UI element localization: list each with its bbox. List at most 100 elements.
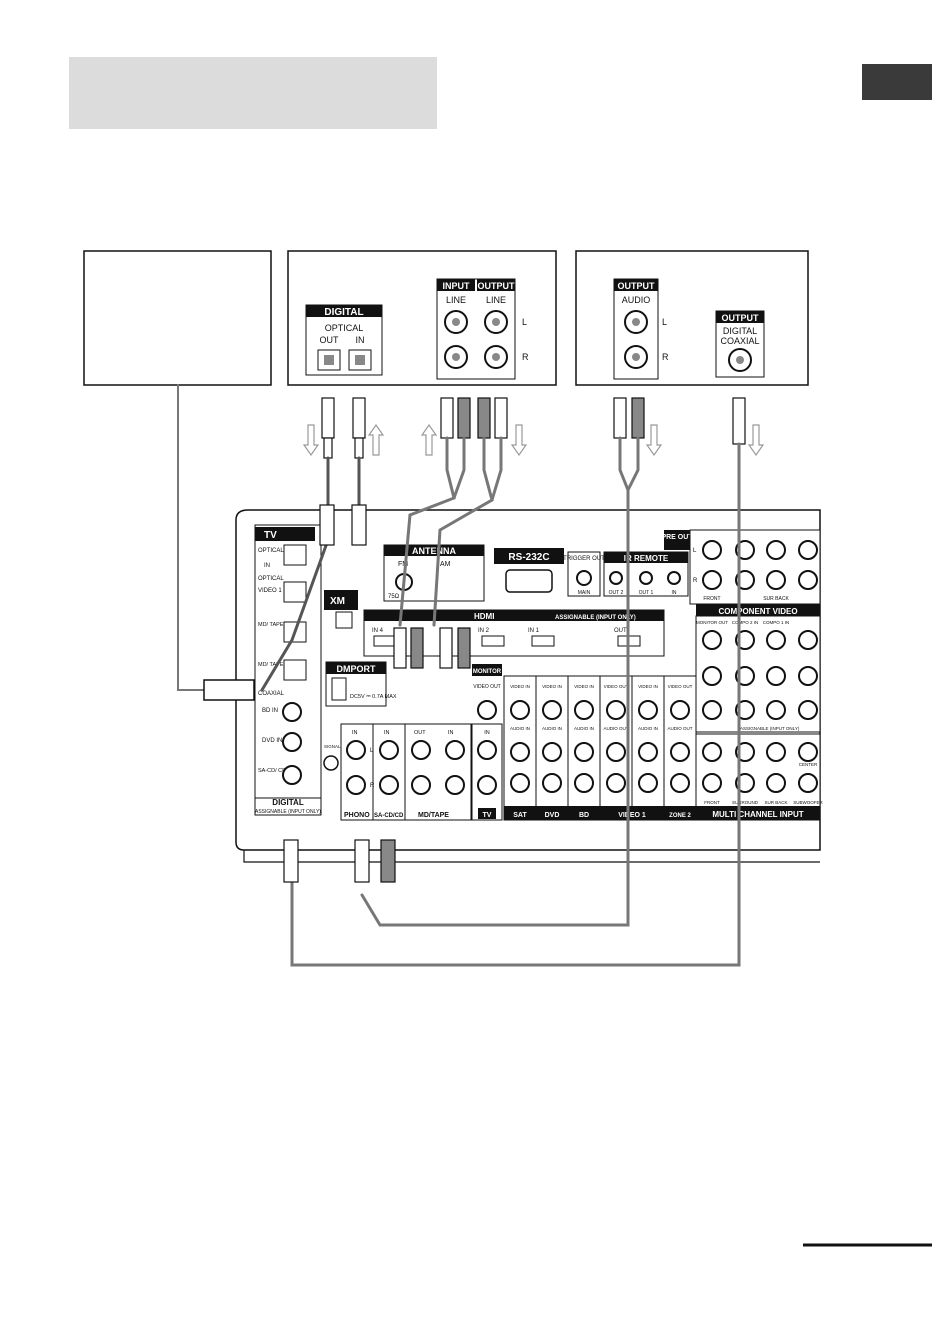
rcv-sacd: SA-CD/CD: [374, 813, 404, 819]
rcv-hdmi: HDMI: [474, 612, 494, 621]
output-title: OUTPUT: [478, 281, 516, 291]
rcv-phono: PHONO: [344, 812, 370, 819]
rcv-dmport: DMPORT: [337, 664, 376, 674]
optical-out-label: OUT: [320, 335, 340, 345]
rcv-dvd-video-in: VIDEO IN: [542, 684, 562, 689]
rcv-fm: FM: [398, 561, 408, 568]
rcv-hdmi-assignable: ASSIGNABLE (INPUT ONLY): [555, 615, 636, 621]
optical-label: OPTICAL: [325, 323, 364, 333]
left-device-box: [83, 250, 272, 386]
line-io-panel: INPUT OUTPUT LINE LINE L R: [436, 278, 529, 380]
line-out-label: LINE: [486, 295, 506, 305]
rcv-sur-back-pre: SUR BACK: [763, 596, 789, 602]
audio-l-label: L: [662, 317, 667, 327]
rcv-trigger-out: TRIGGER OUT: [563, 556, 605, 562]
rcv-am: AM: [440, 561, 451, 568]
optical-in-label: IN: [356, 335, 365, 345]
rcv-xm: XM: [330, 596, 345, 607]
rcv-mdtape-in-lbl: IN: [448, 730, 454, 736]
rcv-mc-center: CENTER: [799, 762, 818, 767]
rcv-assignable: ASSIGNABLE (INPUT ONLY): [255, 809, 321, 815]
rcv-bd-video-in: VIDEO IN: [574, 684, 594, 689]
section-tab: [862, 64, 932, 100]
rcv-bd-in: BD IN: [262, 708, 278, 714]
rcv-hdmi-out: OUT: [614, 628, 627, 634]
rcv-tv-label: TV: [483, 812, 492, 819]
rcv-monitor-video-out: VIDEO OUT: [473, 684, 501, 690]
optical-plugs: [321, 397, 366, 459]
rcv-rs232c: RS-232C: [508, 552, 549, 563]
rcv-v1-video-in: VIDEO IN: [638, 684, 658, 689]
rcv-front-pre: FRONT: [703, 596, 720, 602]
rcv-v1-video-out: VIDEO OUT: [604, 684, 629, 689]
rcv-hdmi-in2: IN 2: [478, 628, 490, 634]
rcv-sacd-lbl-in: IN: [384, 730, 390, 736]
digital-label: DIGITAL: [723, 326, 757, 336]
signal-arrows: [302, 423, 765, 457]
right-device-box: [575, 250, 809, 386]
coaxial-output-panel: OUTPUT DIGITAL COAXIAL: [715, 310, 765, 378]
rcv-compo-assignable: ASSIGNABLE (INPUT ONLY): [740, 726, 800, 731]
rcv-main: MAIN: [578, 590, 591, 596]
rcv-zone2: ZONE 2: [669, 813, 691, 819]
rcv-optical: OPTICAL: [258, 548, 284, 554]
rcv-compo2-in: COMPO 2 IN: [732, 620, 759, 625]
rcv-dvd-in: DVD IN: [262, 738, 282, 744]
rcv-in: IN: [264, 563, 270, 569]
title-box: [69, 57, 437, 129]
rcv-antenna: ANTENNA: [412, 546, 456, 556]
input-title: INPUT: [443, 281, 471, 291]
rcv-tv-in: IN: [484, 730, 490, 736]
rcv-bd: BD: [579, 812, 589, 819]
audio-output-panel: OUTPUT AUDIO L R: [613, 278, 669, 380]
coaxial-plug-left: [203, 679, 255, 701]
rcv-ch-r: R: [370, 783, 375, 789]
output-audio-title: OUTPUT: [618, 281, 656, 291]
r-label: R: [522, 352, 529, 362]
rcv-mc-surround: SURROUND: [732, 800, 759, 805]
digital-title: DIGITAL: [324, 307, 363, 318]
rcv-component-video: COMPONENT VIDEO: [718, 607, 797, 616]
rcv-ir-remote: IR REMOTE: [624, 554, 669, 563]
rcv-monitor: MONITOR: [473, 669, 502, 675]
rcv-video1: VIDEO 1: [618, 812, 646, 819]
rcv-coaxial: COAXIAL: [258, 691, 285, 697]
rcv-monitor-out: MONITOR OUT: [696, 620, 728, 625]
rcv-hdmi-in1: IN 1: [528, 628, 540, 634]
rcv-signal-gnd: SIGNAL GND: [324, 744, 352, 749]
rcv-ch-l: L: [370, 748, 374, 754]
output-digital-title: OUTPUT: [722, 313, 760, 323]
rcv-ir-in: IN: [672, 590, 677, 596]
rcv-sat-audio-in: AUDIO IN: [510, 726, 530, 731]
line-in-label: LINE: [446, 295, 466, 305]
rcv-mc-subwoofer: SUBWOOFER: [793, 800, 823, 805]
rcv-multi-channel-input: MULTI CHANNEL INPUT: [712, 810, 803, 819]
rcv-sacd-in: SA-CD/ CD IN: [258, 768, 293, 774]
receiver-back-panel: TV OPTICAL IN OPTICAL VIDEO 1 MD/ TAPE I…: [235, 509, 823, 863]
rcv-out1: OUT 1: [639, 590, 654, 596]
rcv-z2-audio-out: AUDIO OUT: [667, 726, 692, 731]
rca-plugs-right: [613, 397, 746, 445]
rcv-bd-audio-in: AUDIO IN: [574, 726, 594, 731]
rcv-mdtape-in: MD/ TAPE IN: [258, 622, 291, 628]
l-label: L: [522, 317, 527, 327]
coaxial-label: COAXIAL: [720, 336, 759, 346]
rcv-ohm: 75Ω: [388, 594, 400, 600]
rcv-z2-video-out: VIDEO OUT: [668, 684, 693, 689]
rcv-v1-audio-out: AUDIO OUT: [603, 726, 628, 731]
rcv-video1-in: VIDEO 1: [258, 588, 282, 594]
rcv-phono-in: IN: [352, 730, 358, 736]
digital-optical-panel: DIGITAL OPTICAL OUT IN: [305, 304, 383, 376]
rca-plugs-center: [440, 397, 508, 439]
rcv-v1-audio-in: AUDIO IN: [638, 726, 658, 731]
rcv-mc-sur-back: SUR BACK: [764, 800, 787, 805]
cables: [177, 384, 741, 967]
audio-label: AUDIO: [622, 295, 651, 305]
rcv-hdmi-in4: IN 4: [372, 628, 384, 634]
rcv-digital: DIGITAL: [272, 798, 304, 807]
rcv-dvd-audio-in: AUDIO IN: [542, 726, 562, 731]
rcv-mc-front: FRONT: [704, 800, 720, 805]
rcv-pre-l: L: [693, 548, 697, 554]
bottom-plugs: [283, 504, 471, 883]
